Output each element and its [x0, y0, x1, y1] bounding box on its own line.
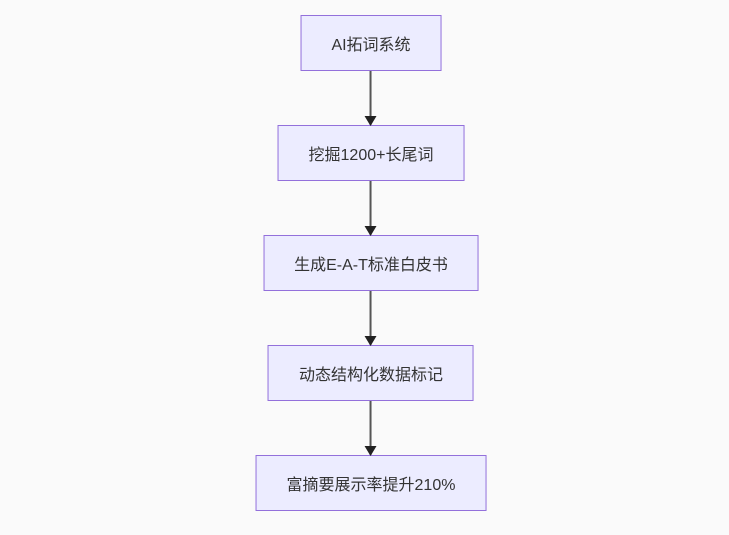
- arrow-down-icon: [370, 401, 372, 455]
- flowchart-node-label: 富摘要展示率提升210%: [286, 477, 456, 494]
- flowchart-node-label: 生成E-A-T标准白皮书: [294, 257, 448, 274]
- flowchart: AI拓词系统 挖掘1200+长尾词 生成E-A-T标准白皮书 动态结构化数据标记…: [255, 15, 487, 511]
- flowchart-node-longtail-mining: 挖掘1200+长尾词: [277, 125, 465, 181]
- flowchart-node-eat-whitepaper: 生成E-A-T标准白皮书: [263, 235, 479, 291]
- arrow-down-icon: [370, 181, 372, 235]
- arrow-down-icon: [370, 291, 372, 345]
- flowchart-node-rich-snippet-result: 富摘要展示率提升210%: [255, 455, 487, 511]
- flowchart-node-structured-data: 动态结构化数据标记: [267, 345, 474, 401]
- flowchart-node-label: AI拓词系统: [331, 37, 411, 54]
- arrow-down-icon: [370, 71, 372, 125]
- flowchart-node-label: 挖掘1200+长尾词: [308, 147, 434, 164]
- flowchart-node-label: 动态结构化数据标记: [298, 367, 443, 384]
- flowchart-node-ai-word-system: AI拓词系统: [300, 15, 442, 71]
